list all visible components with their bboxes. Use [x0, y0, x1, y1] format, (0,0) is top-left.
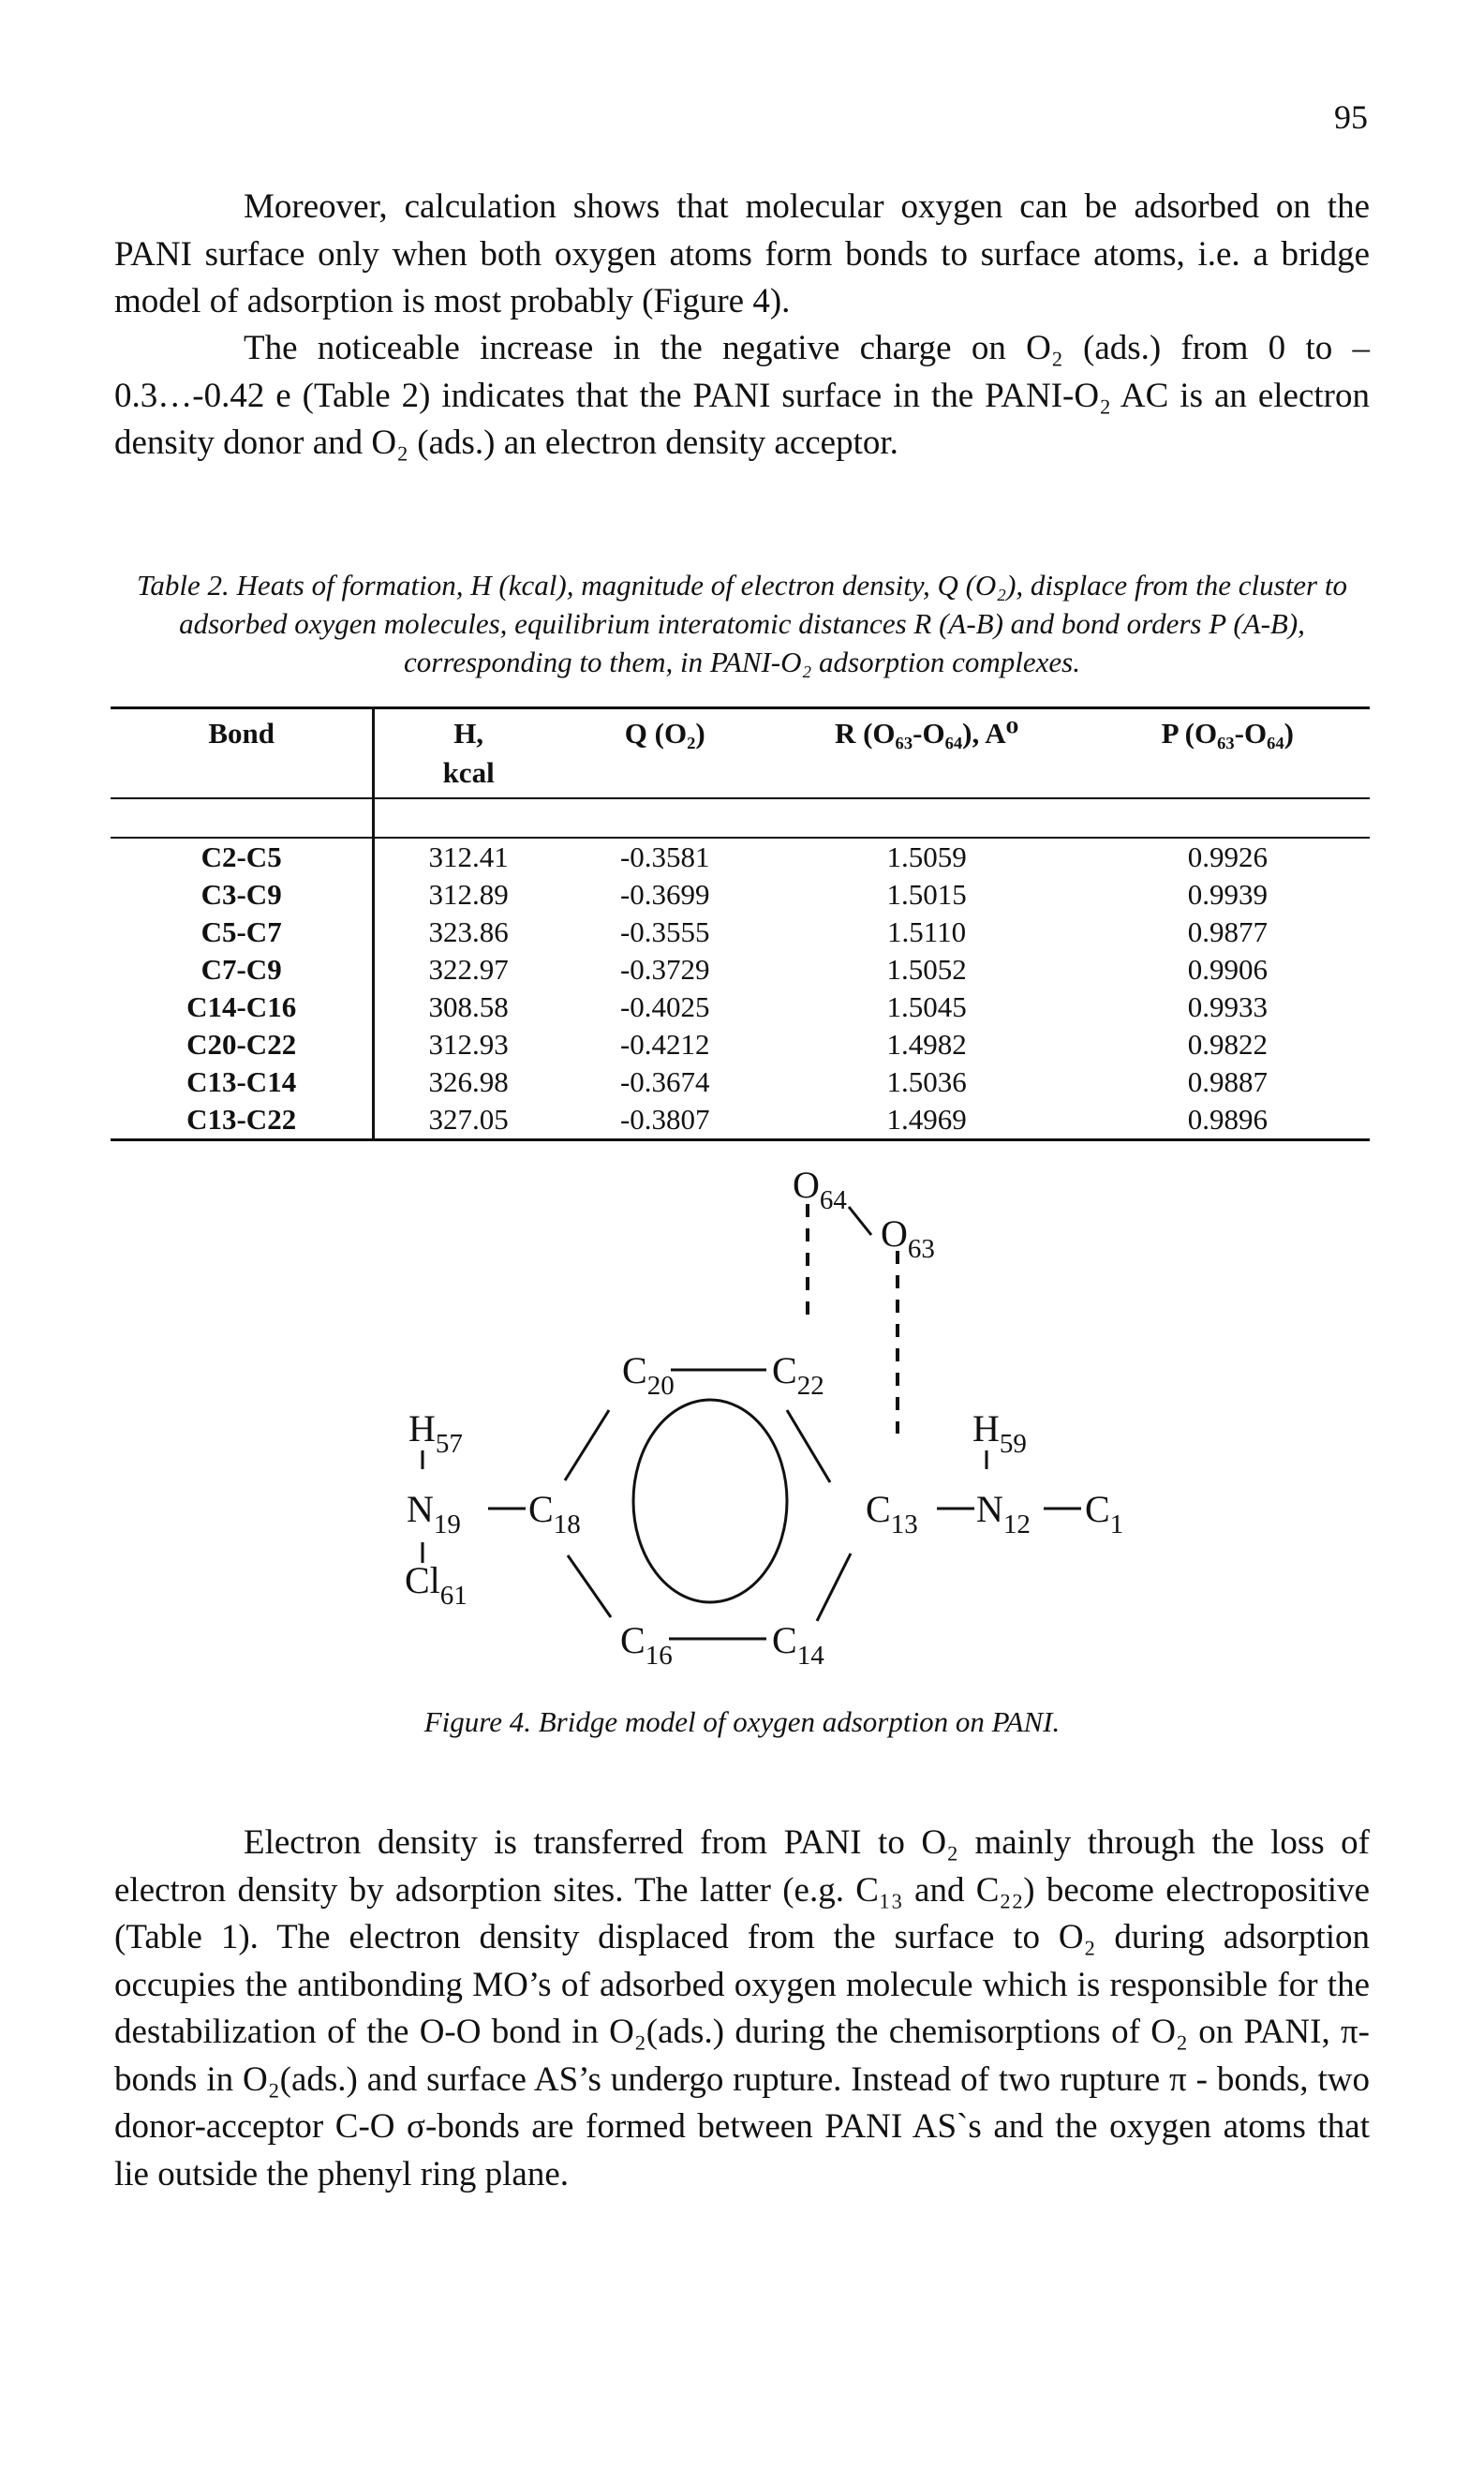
paragraph-1: Moreover, calculation shows that molecul…: [114, 187, 1370, 320]
cell-r: 1.4982: [886, 1028, 967, 1061]
atom-c18: C18: [528, 1488, 581, 1539]
cell-p: 0.9896: [1187, 1103, 1268, 1136]
header-h-unit: kcal: [442, 756, 495, 789]
bond-c18-c16: [566, 1554, 613, 1618]
cell-q: -0.3807: [619, 1103, 710, 1136]
bond-o64-o63: [847, 1206, 873, 1236]
figure-bridge-model: O64 O63 C20 C22 H57 H59 N19 C18 C13 N12 …: [405, 1164, 1123, 1671]
cell-h: 308.58: [428, 990, 509, 1023]
header-q: Q (O₂): [624, 717, 705, 750]
table-row: C13-C22 327.05 -0.3807 1.4969 0.9896: [111, 1101, 1370, 1140]
cell-p: 0.9926: [1187, 840, 1268, 873]
cell-h: 322.97: [428, 953, 509, 986]
cell-r: 1.5052: [886, 953, 967, 986]
cell-r: 1.5015: [886, 878, 967, 911]
cell-bond: C7-C9: [111, 951, 376, 989]
cell-r: 1.5110: [887, 915, 967, 948]
bond-c20-c18: [563, 1409, 611, 1481]
cell-q: -0.3699: [619, 878, 710, 911]
cell-q: -0.4025: [619, 990, 710, 1023]
cell-p: 0.9906: [1187, 953, 1268, 986]
atom-h59: H59: [972, 1407, 1027, 1459]
cell-p: 0.9933: [1187, 990, 1268, 1023]
header-h: H,: [453, 717, 484, 750]
atom-c13: C13: [866, 1488, 918, 1539]
table-row: C7-C9 322.97 -0.3729 1.5052 0.9906: [111, 951, 1370, 989]
cell-bond: C5-C7: [111, 914, 376, 951]
page-number: 95: [1334, 98, 1368, 136]
cell-q: -0.3555: [619, 915, 710, 948]
cell-h: 323.86: [428, 915, 509, 948]
table-row: C3-C9 312.89 -0.3699 1.5015 0.9939: [111, 876, 1370, 914]
atom-n19: N19: [407, 1488, 461, 1539]
paragraph-2: The noticeable increase in the negative …: [114, 329, 1370, 462]
cell-q: -0.4212: [619, 1028, 710, 1061]
bond-c22-c13: [785, 1409, 832, 1483]
atom-c22: C22: [772, 1349, 824, 1401]
table-caption: Table 2. Heats of formation, H (kcal), m…: [137, 569, 1347, 678]
cell-p: 0.9939: [1187, 878, 1268, 911]
paragraph-3: Electron density is transferred from PAN…: [114, 1823, 1370, 2193]
header-bond: Bond: [111, 707, 376, 754]
cell-bond: C20-C22: [111, 1026, 376, 1063]
cell-r: 1.5045: [886, 990, 967, 1023]
cell-r: 1.5036: [886, 1065, 967, 1098]
atom-c1: C1: [1085, 1488, 1123, 1539]
atom-c14: C14: [772, 1619, 824, 1671]
atom-cl61: Cl61: [405, 1559, 467, 1611]
cell-bond: C13-C22: [111, 1101, 376, 1140]
cell-r: 1.5059: [886, 840, 967, 873]
table-row: C14-C16 308.58 -0.4025 1.5045 0.9933: [111, 989, 1370, 1026]
cell-bond: C14-C16: [111, 989, 376, 1026]
data-table: Bond H, Q (O₂) R (O₆₃-O₆₄), A⁰ P (O₆₃-O₆…: [111, 706, 1370, 1141]
cell-bond: C13-C14: [111, 1063, 376, 1101]
atom-o63: O63: [881, 1212, 935, 1264]
aromatic-ring-circle: [631, 1398, 789, 1604]
table-row: C13-C14 326.98 -0.3674 1.5036 0.9887: [111, 1063, 1370, 1101]
cell-q: -0.3581: [619, 840, 710, 873]
atom-n12: N12: [976, 1488, 1031, 1539]
header-p: P (O₆₃-O₆₄): [1161, 717, 1295, 750]
cell-h: 312.41: [428, 840, 509, 873]
cell-p: 0.9822: [1187, 1028, 1268, 1061]
bond-c13-c14: [815, 1553, 853, 1622]
atom-c20: C20: [622, 1349, 675, 1401]
table-row: C5-C7 323.86 -0.3555 1.5110 0.9877: [111, 914, 1370, 951]
cell-q: -0.3729: [619, 953, 710, 986]
cell-p: 0.9887: [1187, 1065, 1268, 1098]
atom-h57: H57: [408, 1407, 463, 1459]
figure-caption: Figure 4. Bridge model of oxygen adsorpt…: [423, 1705, 1061, 1738]
cell-h: 312.89: [428, 878, 509, 911]
cell-q: -0.3674: [619, 1065, 710, 1098]
table-row: C20-C22 312.93 -0.4212 1.4982 0.9822: [111, 1026, 1370, 1063]
atom-c16: C16: [620, 1619, 673, 1671]
cell-h: 326.98: [428, 1065, 509, 1098]
cell-h: 312.93: [428, 1028, 509, 1061]
cell-p: 0.9877: [1187, 915, 1268, 948]
header-r: R (O₆₃-O₆₄), A⁰: [834, 717, 1019, 750]
cell-h: 327.05: [428, 1103, 509, 1136]
cell-bond: C2-C5: [111, 838, 376, 876]
atom-o64: O64: [793, 1164, 847, 1215]
cell-r: 1.4969: [886, 1103, 967, 1136]
cell-bond: C3-C9: [111, 876, 376, 914]
table-row: C2-C5 312.41 -0.3581 1.5059 0.9926: [111, 838, 1370, 876]
